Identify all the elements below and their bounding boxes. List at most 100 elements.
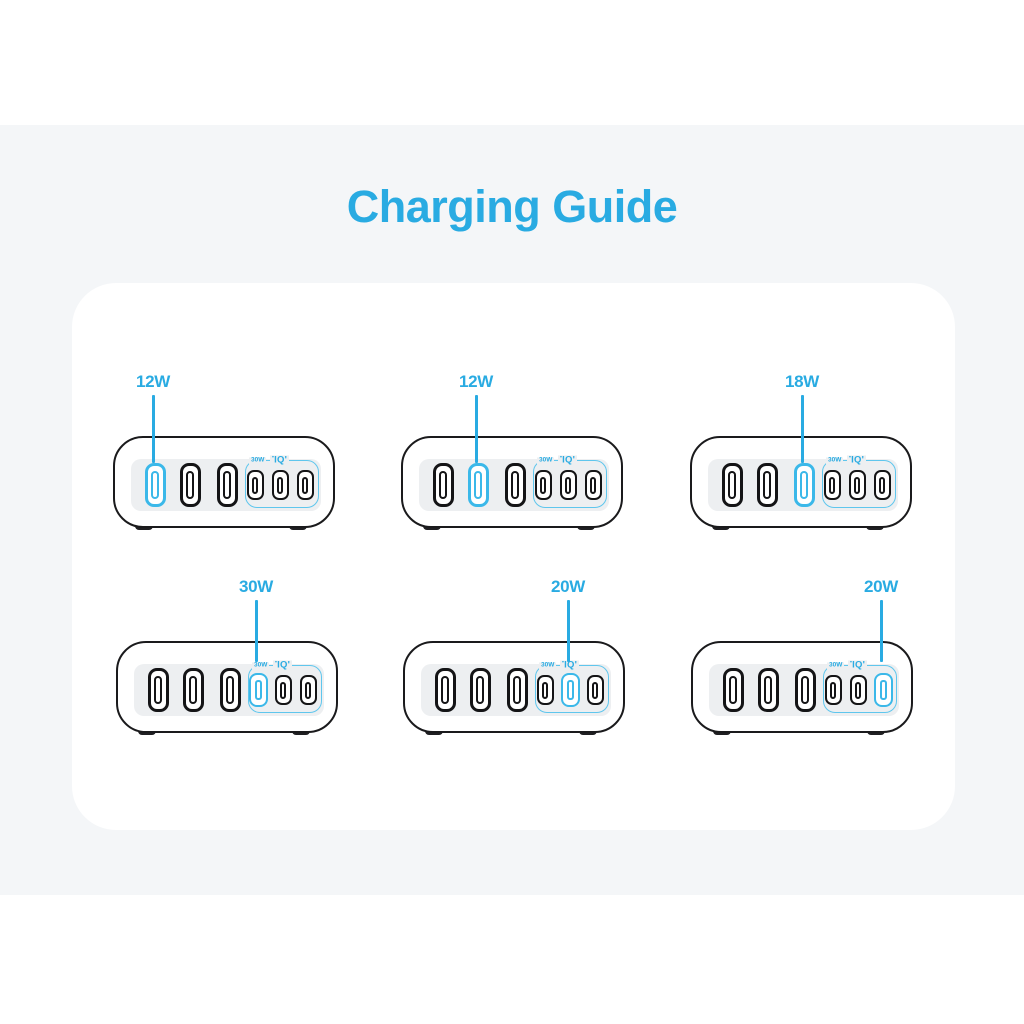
port-slot (441, 676, 449, 704)
port-slot (879, 476, 885, 494)
pointer-line (474, 395, 478, 463)
port-slot (226, 676, 234, 704)
port-slot (277, 476, 283, 494)
usb-port-small-4 (534, 470, 552, 500)
port-slot (280, 681, 286, 699)
poweriq-logo-mark: • (850, 659, 853, 666)
port-slot (474, 471, 482, 499)
port-slot (302, 476, 308, 494)
usb-port-large-3 (506, 668, 528, 712)
usb-port-small-6 (584, 470, 602, 500)
usb-port-large-3-highlighted (793, 463, 815, 507)
usb-port-large-3 (219, 668, 241, 712)
charger-illustration: 18W 30W•IQ' (690, 372, 912, 536)
poweriq-logo-mark: • (275, 659, 278, 666)
usb-port-large-1 (434, 668, 456, 712)
port-slot (854, 476, 860, 494)
pointer-line (566, 600, 570, 662)
poweriq-logo-text: IQ' (852, 659, 866, 671)
poweriq-logo: •IQ' (847, 455, 867, 466)
port-slot (590, 476, 596, 494)
poweriq-logo-mark: • (272, 454, 275, 461)
usb-port-large-1 (432, 463, 454, 507)
page-title: Charging Guide (346, 181, 678, 232)
port-slot (729, 676, 737, 704)
iq-group-wattage-label: 30W (537, 456, 555, 464)
port-slot (511, 471, 519, 499)
poweriq-port-group: 30W•IQ' (245, 455, 319, 508)
port-slot (800, 471, 808, 499)
usb-port-large-2 (469, 668, 491, 712)
wattage-label: 20W (550, 577, 586, 596)
poweriq-logo-mark: • (562, 659, 565, 666)
usb-port-small-6 (296, 470, 314, 500)
wattage-label: 18W (784, 372, 820, 391)
port-slot (801, 676, 809, 704)
wattage-label: 12W (458, 372, 494, 391)
port-slot (763, 471, 771, 499)
poweriq-logo-text: IQ' (564, 659, 578, 671)
port-slot (566, 680, 574, 700)
usb-port-small-5 (849, 675, 867, 705)
usb-port-small-4 (536, 675, 554, 705)
poweriq-logo-text: IQ' (562, 454, 576, 466)
poweriq-logo: •IQ' (848, 659, 868, 671)
charger-device-body: 30W•IQ' (403, 641, 625, 733)
usb-port-large-1 (721, 463, 743, 507)
port-slot (879, 680, 887, 700)
port-slot (154, 676, 162, 704)
usb-port-small-4 (824, 675, 842, 705)
usb-port-small-4 (246, 470, 264, 500)
iq-group-wattage-label: 30W (827, 661, 845, 669)
port-slot (439, 471, 447, 499)
poweriq-port-group: 30W •IQ' (533, 455, 607, 508)
usb-port-small-5-highlighted (560, 673, 580, 707)
usb-port-small-4 (823, 470, 841, 500)
port-slot (513, 676, 521, 704)
pointer-line (879, 600, 883, 662)
wattage-label: 20W (863, 577, 899, 596)
port-slot (542, 681, 548, 699)
port-slot (829, 476, 835, 494)
charger-device-body: 30W •IQ' (401, 436, 623, 528)
wattage-label: 30W (238, 577, 274, 596)
usb-port-small-6-highlighted (873, 673, 893, 707)
pointer-line (800, 395, 804, 463)
usb-port-small-5 (848, 470, 866, 500)
port-slot (254, 680, 262, 700)
charger-illustration: 20W 30W•IQ' (403, 577, 625, 741)
poweriq-port-group: 30W•IQ' (535, 660, 609, 713)
poweriq-port-group: 30W•IQ' (822, 455, 896, 508)
usb-port-large-1 (722, 668, 744, 712)
port-slot (189, 676, 197, 704)
port-slot (855, 681, 861, 699)
poweriq-logo-text: IQ' (274, 454, 288, 466)
charger-device-body: 30W•IQ' (113, 436, 335, 528)
usb-port-large-1 (147, 668, 169, 712)
wattage-label: 12W (135, 372, 171, 391)
port-slot (186, 471, 194, 499)
port-slot (223, 471, 231, 499)
usb-port-small-5 (274, 675, 292, 705)
pointer-line (151, 395, 155, 463)
port-slot (565, 476, 571, 494)
usb-port-large-2 (756, 463, 778, 507)
charger-illustration: 12W 30W •IQ' (401, 372, 623, 536)
poweriq-logo-mark: • (560, 454, 563, 461)
usb-port-large-3 (794, 668, 816, 712)
iq-group-wattage-label: 30W (249, 456, 267, 464)
usb-port-large-2 (182, 668, 204, 712)
port-slot (305, 681, 311, 699)
charger-device-body: 30W•IQ' (691, 641, 913, 733)
iq-group-wattage-label: 30W (826, 456, 844, 464)
usb-port-small-5 (271, 470, 289, 500)
poweriq-logo-text: IQ' (277, 659, 291, 671)
poweriq-logo: •IQ' (270, 454, 290, 466)
port-slot (592, 681, 598, 699)
usb-port-small-4-highlighted (248, 673, 268, 707)
usb-port-small-6 (586, 675, 604, 705)
port-slot (476, 676, 484, 704)
poweriq-logo: •IQ' (273, 659, 293, 671)
